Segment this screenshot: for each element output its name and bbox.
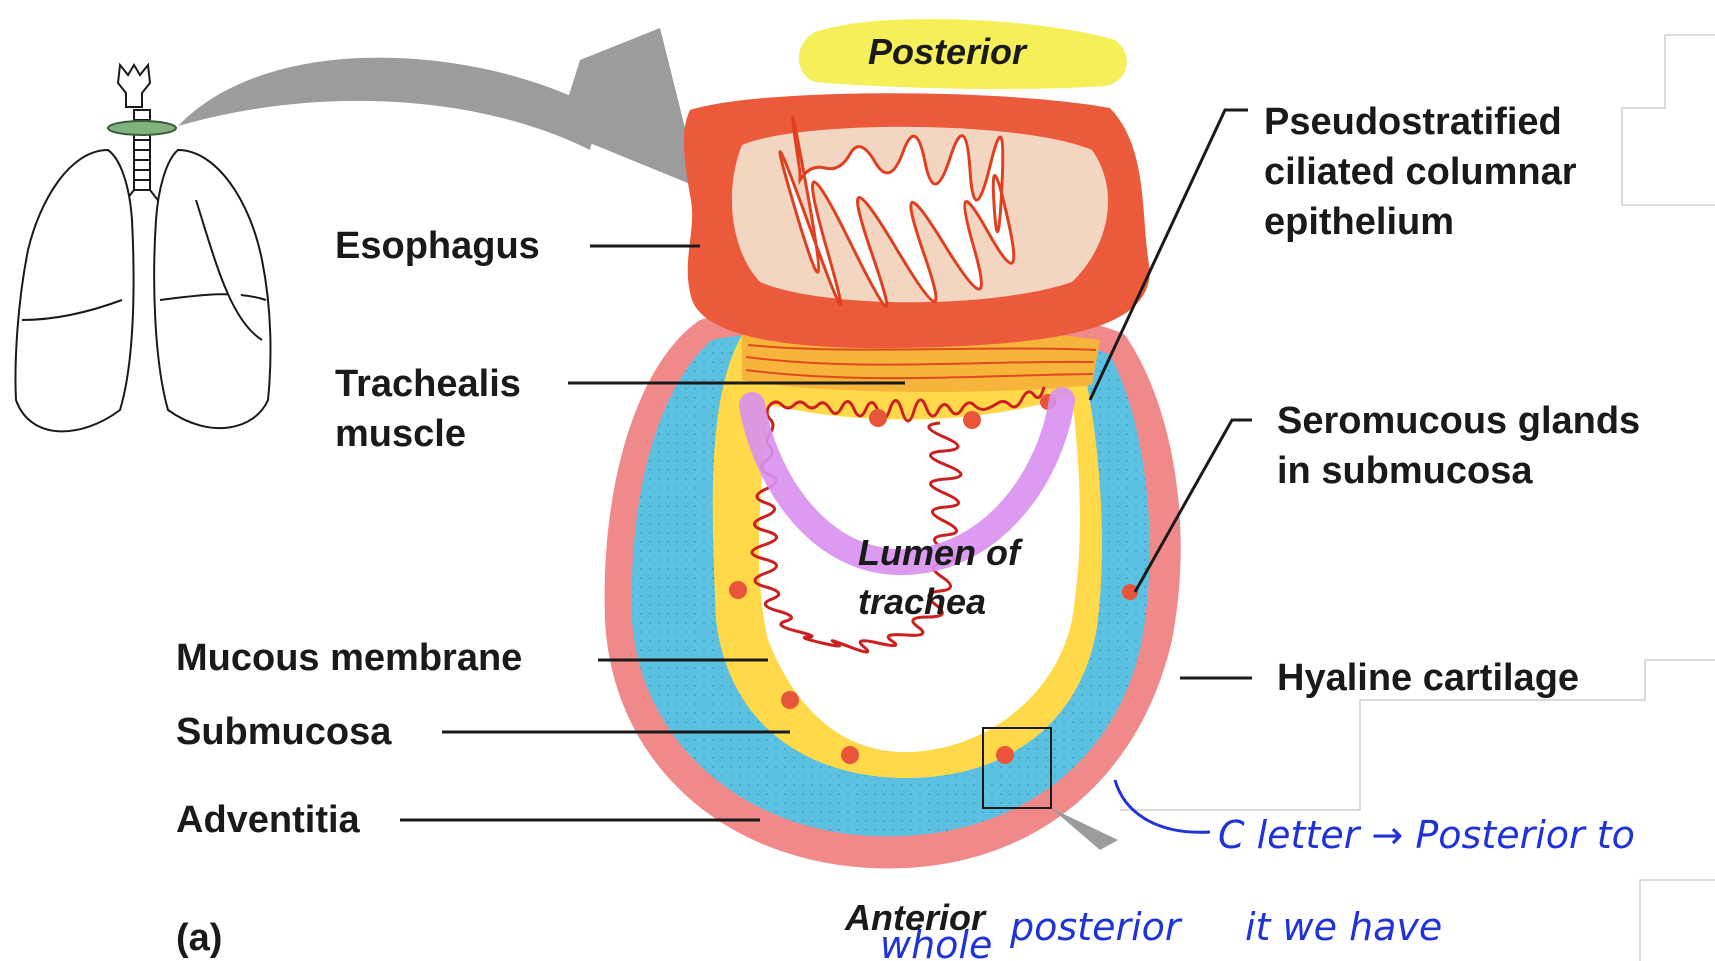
esophagus-label: Esophagus: [335, 225, 540, 267]
lumen-label-1: Lumen of: [858, 532, 1023, 573]
seromucous-label-1: Seromucous glands: [1277, 400, 1640, 442]
trachealis-label-2: muscle: [335, 413, 466, 455]
mucous-membrane-label: Mucous membrane: [176, 637, 522, 679]
lungs-trachea-icon: [16, 65, 271, 431]
handwritten-note-2a: whole: [880, 923, 992, 961]
posterior-label: Posterior: [868, 31, 1028, 72]
trachealis-label-1: Trachealis: [335, 363, 521, 405]
seromucous-label-2: in submucosa: [1277, 450, 1533, 492]
handwritten-note-2b: posterior: [1009, 905, 1183, 949]
adventitia-label: Adventitia: [176, 799, 361, 841]
detail-box-pointer: [1051, 808, 1118, 850]
handwritten-arrow: [1115, 780, 1210, 832]
pseudostratified-label-1: Pseudostratified: [1264, 101, 1562, 143]
submucosa-label: Submucosa: [176, 711, 392, 753]
handwritten-note-1: C letter → Posterior to: [1218, 813, 1635, 857]
curved-arrow-icon: [178, 28, 700, 188]
lumen-label-2: trachea: [858, 581, 986, 622]
handwritten-note-2c: it we have: [1245, 905, 1442, 949]
pseudostratified-label-2: ciliated columnar: [1264, 151, 1577, 193]
panel-label: (a): [176, 917, 222, 959]
pseudostratified-label-3: epithelium: [1264, 201, 1454, 243]
hyaline-cartilage-label: Hyaline cartilage: [1277, 657, 1579, 699]
